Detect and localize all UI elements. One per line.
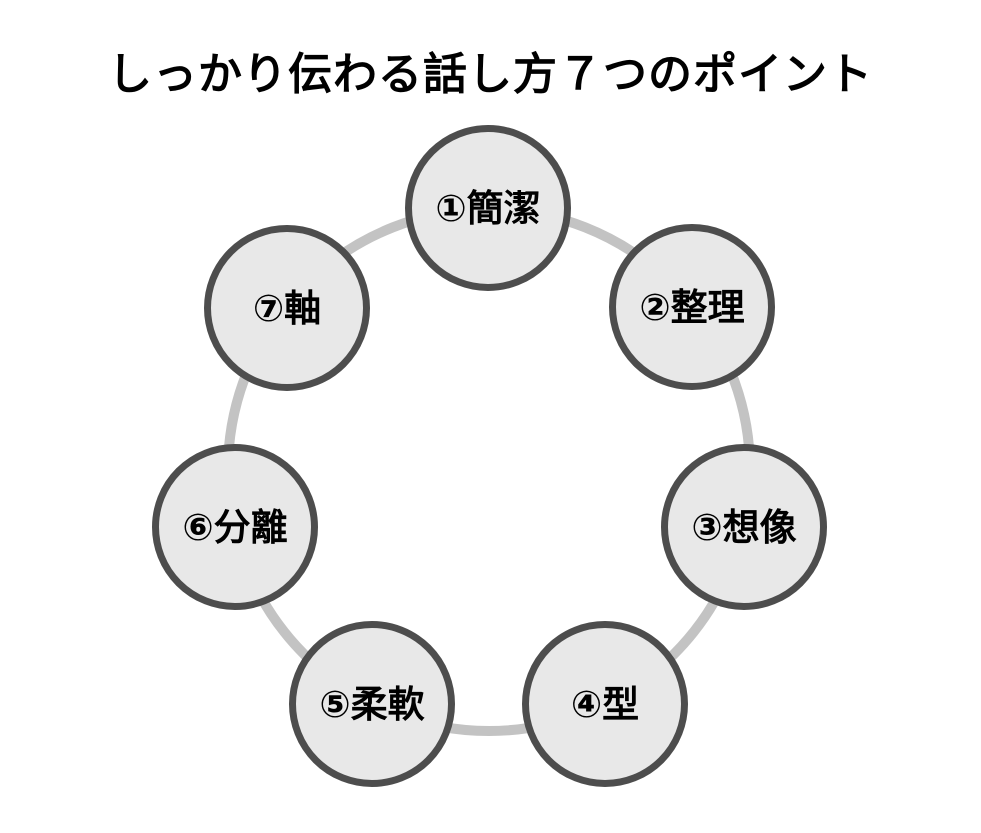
node-2-organize: ②整理	[609, 224, 775, 390]
node-5-label: ⑤柔軟	[319, 683, 425, 725]
node-3-label: ③想像	[691, 506, 797, 548]
node-7-axis: ⑦軸	[204, 225, 370, 391]
node-3-imagine: ③想像	[661, 444, 827, 610]
node-4-pattern: ④型	[522, 621, 688, 787]
node-6-label: ⑥分離	[182, 506, 288, 548]
node-1-concise: ①簡潔	[405, 125, 571, 291]
node-7-label: ⑦軸	[252, 287, 322, 329]
node-6-separate: ⑥分離	[152, 444, 318, 610]
node-1-label: ①簡潔	[435, 187, 541, 229]
diagram-title: しっかり伝わる話し方７つのポイント	[108, 50, 873, 99]
node-2-label: ②整理	[639, 286, 745, 328]
node-4-label: ④型	[570, 683, 640, 725]
node-5-flexible: ⑤柔軟	[289, 621, 455, 787]
